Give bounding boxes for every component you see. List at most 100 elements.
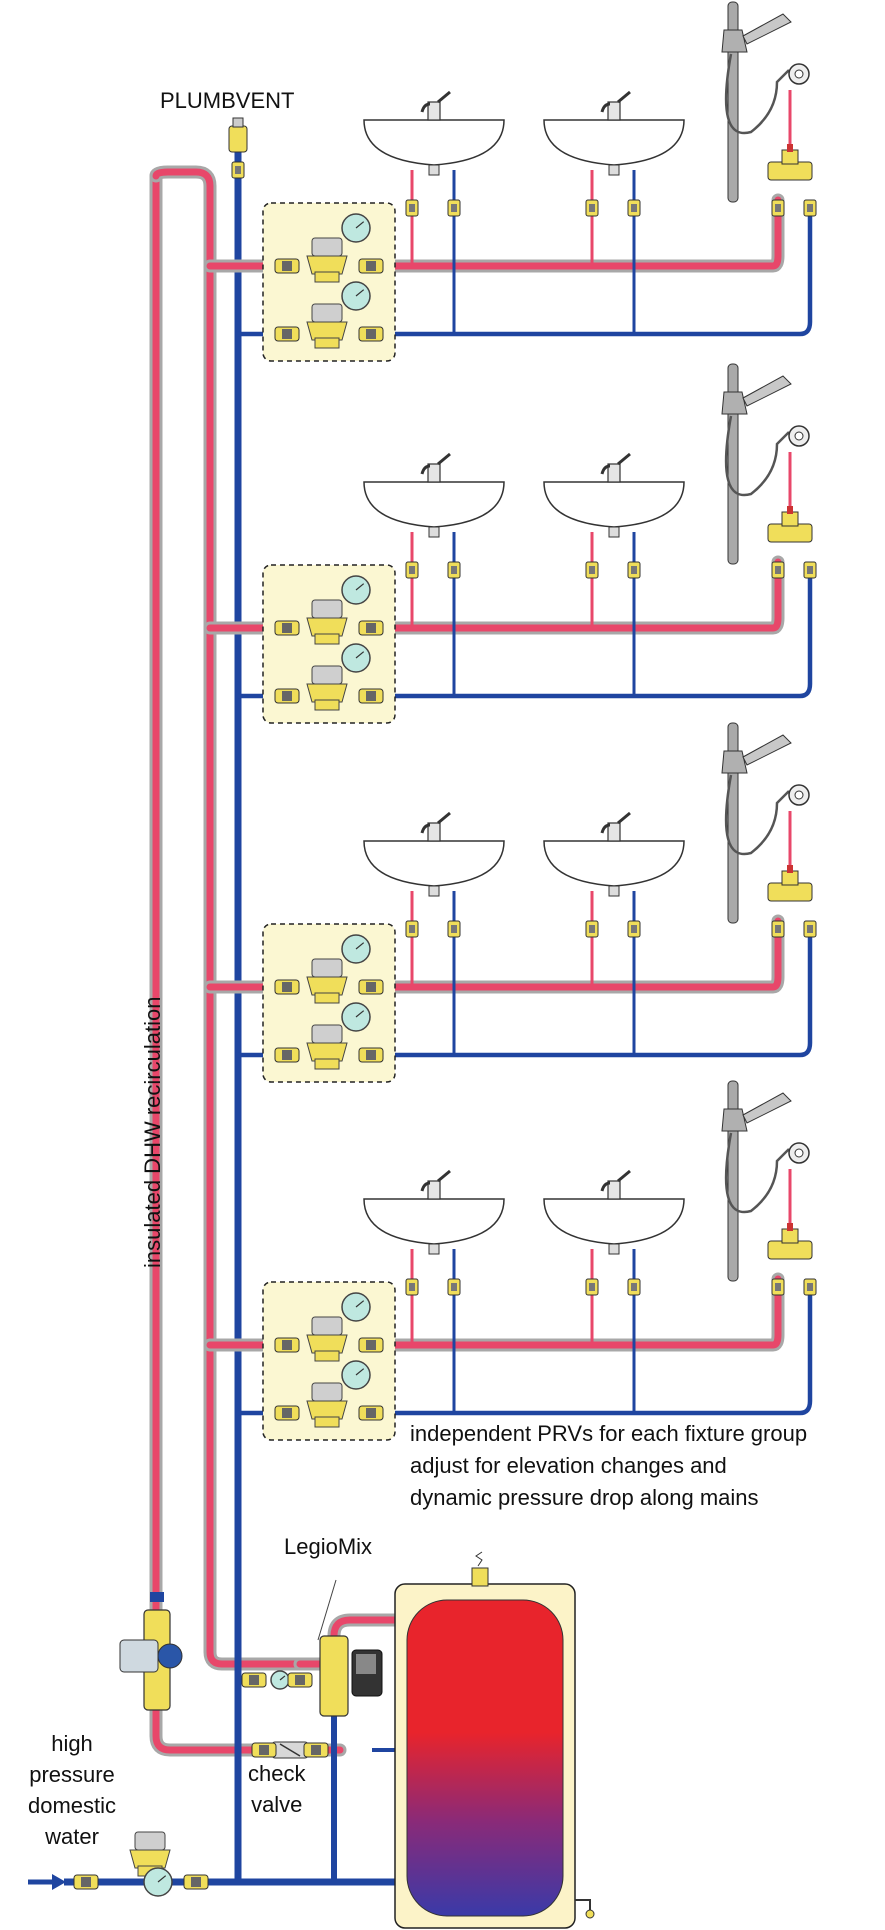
- floor-4-sink-2-cold-stop: [627, 1278, 641, 1296]
- floor-1-sink-1-cold-stop: [447, 199, 461, 217]
- prv-note-line-1: independent PRVs for each fixture group: [410, 1421, 808, 1446]
- floor-1-sink-1-spout: [420, 102, 431, 113]
- floor-3-hot-valve-out-core: [366, 982, 376, 992]
- floor-4-shower-hot-stop-nut: [775, 1283, 781, 1291]
- floor-2-shower: [721, 363, 810, 565]
- floor-3-shower-mixer-body: [767, 882, 813, 902]
- high-pressure-label-line-3: domestic: [27, 1793, 117, 1818]
- plumbvent-fitting-nut: [235, 166, 241, 174]
- floor-1-cold-prv: [306, 303, 348, 349]
- floor-4-hot-gauge-needle: [355, 1300, 365, 1308]
- floor-1-cold-valve-out-core: [366, 329, 376, 339]
- floor-3-sink-1-hot-stop: [405, 920, 419, 938]
- floor-4-sink-1-hot-stop-nut: [409, 1283, 415, 1291]
- floor-4-hot-gauge: [341, 1292, 371, 1322]
- floor-3-cold-prv-cap: [311, 1024, 343, 1044]
- floor-4-sink-2: [543, 1169, 685, 1255]
- legiomix-actuator-face: [356, 1654, 376, 1674]
- prv-note-line-2: adjust for elevation changes and: [410, 1453, 727, 1478]
- floor-3-cold-gauge: [341, 1002, 371, 1032]
- floor-3-hot-prv-base: [314, 992, 340, 1004]
- floor-4-shower-mixer-body: [767, 1240, 813, 1260]
- floor-3-hot-prv-body: [306, 976, 348, 996]
- floor-3-sink-2-lever: [617, 811, 631, 825]
- floor-1-hot-valve-in-core: [282, 261, 292, 271]
- floor-4-sink-1-drain: [428, 1243, 440, 1255]
- floor-4-shower-cold-stop: [803, 1278, 817, 1296]
- high-pressure-label: high pressure domestic water: [22, 1728, 122, 1852]
- recirc-pump: [119, 1592, 183, 1711]
- tank-relief-valve: [471, 1567, 489, 1587]
- floor-3-shower-holder: [721, 750, 748, 774]
- floor-1-hot-prv: [306, 237, 348, 283]
- floor-2-cold-gauge-needle: [355, 651, 365, 659]
- floor-4-sink-1-cold-stop: [447, 1278, 461, 1296]
- check-valve-in: [251, 1742, 277, 1758]
- floor-2-hot-prv: [306, 599, 348, 645]
- plumbvent-fitting: [231, 161, 245, 179]
- floor-2-hot-gauge: [341, 575, 371, 605]
- floor-4-cold-valve-out: [358, 1405, 384, 1421]
- inlet-gauge-needle: [157, 1875, 167, 1883]
- floor-1-shower-handset: [742, 13, 792, 45]
- floor-1-sink-2-hot-stop: [585, 199, 599, 217]
- floor-4-sink-2-hot-stop-nut: [589, 1283, 595, 1291]
- floor-3-shower-cold-stop-nut: [807, 925, 813, 933]
- floor-1-hot-prv-cap: [311, 237, 343, 257]
- floor-1-sink-1-cold-stop-nut: [451, 204, 457, 212]
- floor-2-hot-valve-out: [358, 620, 384, 636]
- floor-2-hot-valve-in-core: [282, 623, 292, 633]
- floor-1-cold-prv-cap: [311, 303, 343, 323]
- tank-relief-spring: [475, 1551, 483, 1567]
- floor-3-cold-valve-in-core: [282, 1050, 292, 1060]
- floor-1-sink-2-lever: [617, 90, 631, 104]
- floor-2-shower-hot-stop: [771, 561, 785, 579]
- check-valve-out: [303, 1742, 329, 1758]
- floor-3-shower-outlet-core: [794, 790, 804, 800]
- floor-3-hot-valve-in-core: [282, 982, 292, 992]
- high-pressure-label-line-2: pressure: [29, 1762, 115, 1787]
- floor-2-cold-valve-out: [358, 688, 384, 704]
- floor-3-cold-gauge-needle: [355, 1010, 365, 1018]
- floor-2-hot-gauge-needle: [355, 583, 365, 591]
- floor-4-shower-cold-stop-nut: [807, 1283, 813, 1291]
- floor-2-shower-cold-stop-nut: [807, 566, 813, 574]
- floor-2-cold-gauge: [341, 643, 371, 673]
- floor-2-shower-mixer: [767, 506, 813, 543]
- floor-4-hot-prv-cap: [311, 1316, 343, 1336]
- inlet-arrow-head: [52, 1874, 66, 1890]
- floor-1-hot-gauge: [341, 213, 371, 243]
- prv-note-line-3: dynamic pressure drop along mains: [410, 1485, 759, 1510]
- floor-2-sink-2-hot-stop: [585, 561, 599, 579]
- floor-2-cold-valve-out-core: [366, 691, 376, 701]
- floor-4-sink-1-faucet-body: [427, 1180, 441, 1200]
- floor-2-shower-mixer-body: [767, 523, 813, 543]
- floor-1-sink-2: [543, 90, 685, 176]
- floor-4-cold-valve-in: [274, 1405, 300, 1421]
- floor-1-sink-1: [363, 90, 505, 176]
- floor-3-cold-prv-base: [314, 1058, 340, 1070]
- floor-3-sink-2-spout: [600, 823, 611, 834]
- floor-3-cold-prv: [306, 1024, 348, 1070]
- floor-4-sink-1-lever: [437, 1169, 451, 1183]
- tank-interior: [406, 1599, 564, 1917]
- floor-3-cold-prv-body: [306, 1042, 348, 1062]
- floor-2-sink-2-hot-stop-nut: [589, 566, 595, 574]
- floor-1-hot-gauge-needle: [355, 221, 365, 229]
- floor-4-cold-gauge: [341, 1360, 371, 1390]
- floor-4-shower-hot-stop: [771, 1278, 785, 1296]
- floor-3-hot-prv: [306, 958, 348, 1004]
- floor-2-hot-prv-body: [306, 617, 348, 637]
- recirc-return: [152, 172, 344, 1754]
- recirc-pump-handle: [150, 1592, 164, 1602]
- floor-2-sink-1-drain: [428, 526, 440, 538]
- floor-3-sink-1-drain: [428, 885, 440, 897]
- floor-1-shower-cold-stop: [803, 199, 817, 217]
- floor-2-hot-branch: [206, 558, 782, 632]
- floor-2-shower-handset: [742, 375, 792, 407]
- floor-1-shower-mixer-cap: [787, 144, 793, 152]
- floor-2-sink-1-hot-stop-nut: [409, 566, 415, 574]
- floor-1-sink-1-hot-stop-nut: [409, 204, 415, 212]
- floor-1-sink-1-drain: [428, 164, 440, 176]
